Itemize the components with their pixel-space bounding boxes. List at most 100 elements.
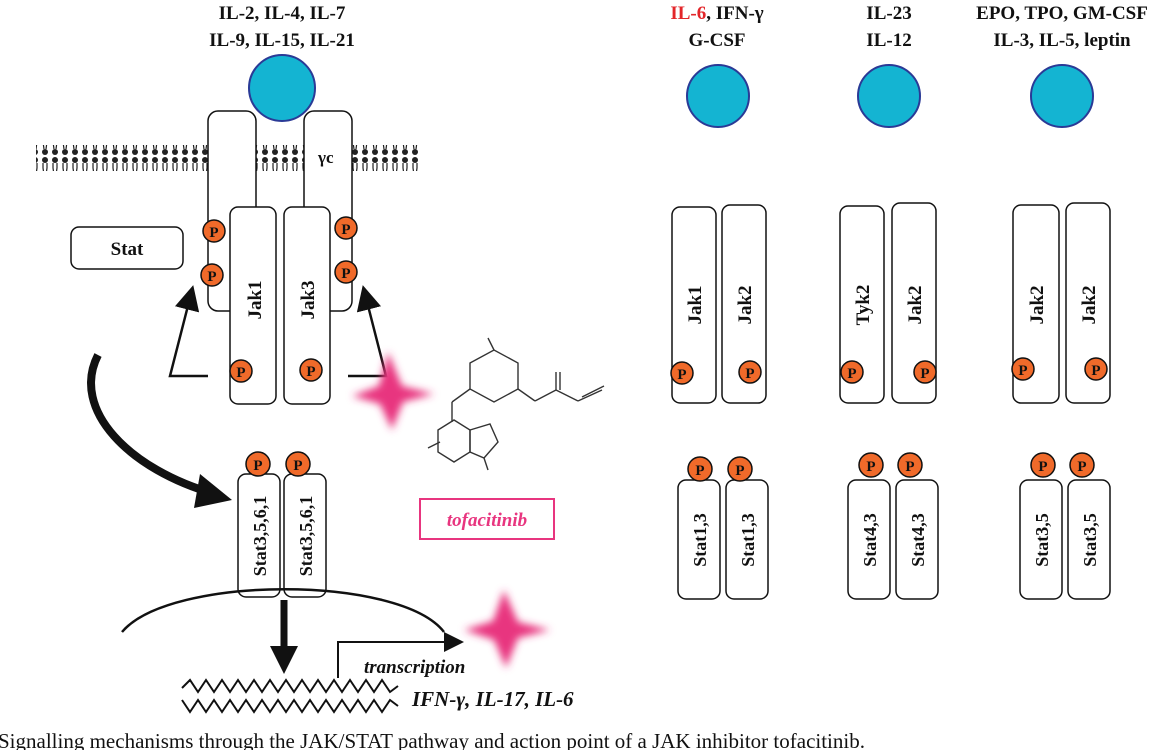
jak-g1-a: Jak1 <box>229 206 277 405</box>
svg-text:Stat4,3: Stat4,3 <box>908 513 928 567</box>
drug-label: tofacitinib <box>447 510 527 531</box>
phospho-g1-receptor-left-bottom: P <box>200 263 224 287</box>
stat-recruitment-arrow <box>87 353 217 498</box>
svg-text:P: P <box>253 458 262 474</box>
cytokine-ligand-g4 <box>1030 64 1094 128</box>
stat-g2-a: Stat1,3 <box>677 479 721 600</box>
stat-box: Stat <box>70 226 184 270</box>
stat-g2-b: Stat1,3 <box>725 479 769 600</box>
cytokine-label-g1-line1: IL-2, IL-4, IL-7 <box>219 3 346 24</box>
svg-text:P: P <box>695 463 704 479</box>
inhibitor-mark-jak <box>352 352 434 430</box>
cytokine-label-g4-line2: IL-3, IL-5, leptin <box>993 30 1131 51</box>
stat-g4-a: Stat3,5 <box>1019 479 1063 600</box>
cytokine-label-g3-line2: IL-12 <box>866 30 911 51</box>
svg-text:Stat1,3: Stat1,3 <box>690 513 710 567</box>
svg-text:Jak3: Jak3 <box>298 280 319 319</box>
cytokine-ligand-g2 <box>686 64 750 128</box>
svg-text:P: P <box>341 266 350 282</box>
transcription-arrow <box>337 632 464 678</box>
nuclear-translocation-arrowhead <box>270 646 298 674</box>
stat-g3-a: Stat4,3 <box>847 479 891 600</box>
phospho-g1-stat-a: P <box>245 451 271 477</box>
phosphorylation-arrow-right <box>348 285 388 378</box>
jak-g3-b: Jak2 <box>891 202 937 404</box>
cytokine-group-1: IL-2, IL-4, IL-7 IL-9, IL-15, IL-21 <box>209 3 355 51</box>
stat-g3-b: Stat4,3 <box>895 479 939 600</box>
cytokine-label-g2-line2: G-CSF <box>689 30 746 51</box>
stat-g1-a: Stat3,5,6,1 <box>237 473 281 598</box>
jak-g4-a: Jak2 <box>1012 204 1060 404</box>
stat-recruitment-arrowhead <box>194 474 232 508</box>
svg-text:P: P <box>745 366 754 382</box>
svg-text:Jak1: Jak1 <box>245 280 266 319</box>
phospho-g3-jak-b: P <box>913 360 937 384</box>
phospho-g4-jak-b: P <box>1084 357 1108 381</box>
svg-text:Tyk2: Tyk2 <box>853 285 874 326</box>
inhibitor-mark-transcription <box>464 590 550 668</box>
cytokine-label-g4-line1: EPO, TPO, GM-CSF <box>976 3 1148 24</box>
phospho-g2-stat-a: P <box>687 456 713 482</box>
target-genes-label: IFN-γ, IL-17, IL-6 <box>411 687 574 711</box>
phospho-g1-jak-b: P <box>299 358 323 382</box>
svg-text:P: P <box>847 366 856 382</box>
stat-g1-b: Stat3,5,6,1 <box>283 473 327 598</box>
svg-text:P: P <box>236 365 245 381</box>
phospho-g1-jak-a: P <box>229 359 253 383</box>
phospho-g3-stat-b: P <box>897 452 923 478</box>
cytokine-ligand-g1 <box>248 54 316 122</box>
svg-text:Stat: Stat <box>111 239 144 260</box>
svg-text:P: P <box>866 459 875 475</box>
svg-text:P: P <box>905 459 914 475</box>
svg-text:Stat3,5,6,1: Stat3,5,6,1 <box>250 496 270 577</box>
svg-text:P: P <box>1091 363 1100 379</box>
phospho-g2-jak-a: P <box>670 361 694 385</box>
phospho-g2-jak-b: P <box>738 360 762 384</box>
phospho-g3-jak-a: P <box>840 360 864 384</box>
svg-text:Jak2: Jak2 <box>735 285 756 324</box>
svg-text:P: P <box>306 364 315 380</box>
phospho-g1-receptor-left-top: P <box>202 219 226 243</box>
jak-g2-a: Jak1 <box>671 206 717 404</box>
svg-text:P: P <box>341 222 350 238</box>
jak-g1-b: Jak3 <box>283 206 331 405</box>
phosphorylation-arrow-left <box>168 285 208 378</box>
phospho-g4-stat-b: P <box>1069 452 1095 478</box>
phospho-g3-stat-a: P <box>858 452 884 478</box>
svg-text:P: P <box>207 269 216 285</box>
svg-text:Jak2: Jak2 <box>1079 285 1100 324</box>
phospho-g4-stat-a: P <box>1030 452 1056 478</box>
svg-text:Jak2: Jak2 <box>1027 285 1048 324</box>
svg-text:P: P <box>293 458 302 474</box>
svg-text:Jak1: Jak1 <box>685 285 706 324</box>
svg-text:Jak2: Jak2 <box>905 285 926 324</box>
cytokine-ligand-g3 <box>857 64 921 128</box>
stat-g4-b: Stat3,5 <box>1067 479 1111 600</box>
gamma-chain-label: γc <box>317 148 334 167</box>
svg-text:P: P <box>209 225 218 241</box>
svg-text:Stat4,3: Stat4,3 <box>860 513 880 567</box>
svg-text:P: P <box>677 367 686 383</box>
svg-text:Stat3,5: Stat3,5 <box>1080 513 1100 567</box>
svg-text:Stat3,5,6,1: Stat3,5,6,1 <box>296 496 316 577</box>
svg-text:P: P <box>735 463 744 479</box>
phospho-g1-stat-b: P <box>285 451 311 477</box>
svg-text:P: P <box>1038 459 1047 475</box>
jak-g2-b: Jak2 <box>721 204 767 404</box>
drug-label-box: tofacitinib <box>419 498 555 540</box>
phospho-g4-jak-a: P <box>1011 357 1035 381</box>
jak-g3-a: Tyk2 <box>839 205 885 404</box>
phospho-g2-stat-b: P <box>727 456 753 482</box>
cytokine-label-g1-line2: IL-9, IL-15, IL-21 <box>209 30 355 51</box>
svg-text:Stat1,3: Stat1,3 <box>738 513 758 567</box>
svg-text:P: P <box>920 366 929 382</box>
highlight-cytokine: IL-6 <box>670 3 706 24</box>
phospho-g1-receptor-right-bottom: P <box>334 260 358 284</box>
tofacitinib-structure-icon <box>427 337 605 471</box>
phospho-g1-receptor-right-top: P <box>334 216 358 240</box>
figure-caption: Signalling mechanisms through the JAK/ST… <box>0 729 865 750</box>
svg-text:P: P <box>1077 459 1086 475</box>
transcription-label: transcription <box>364 657 465 678</box>
jak-g4-b: Jak2 <box>1065 202 1111 404</box>
